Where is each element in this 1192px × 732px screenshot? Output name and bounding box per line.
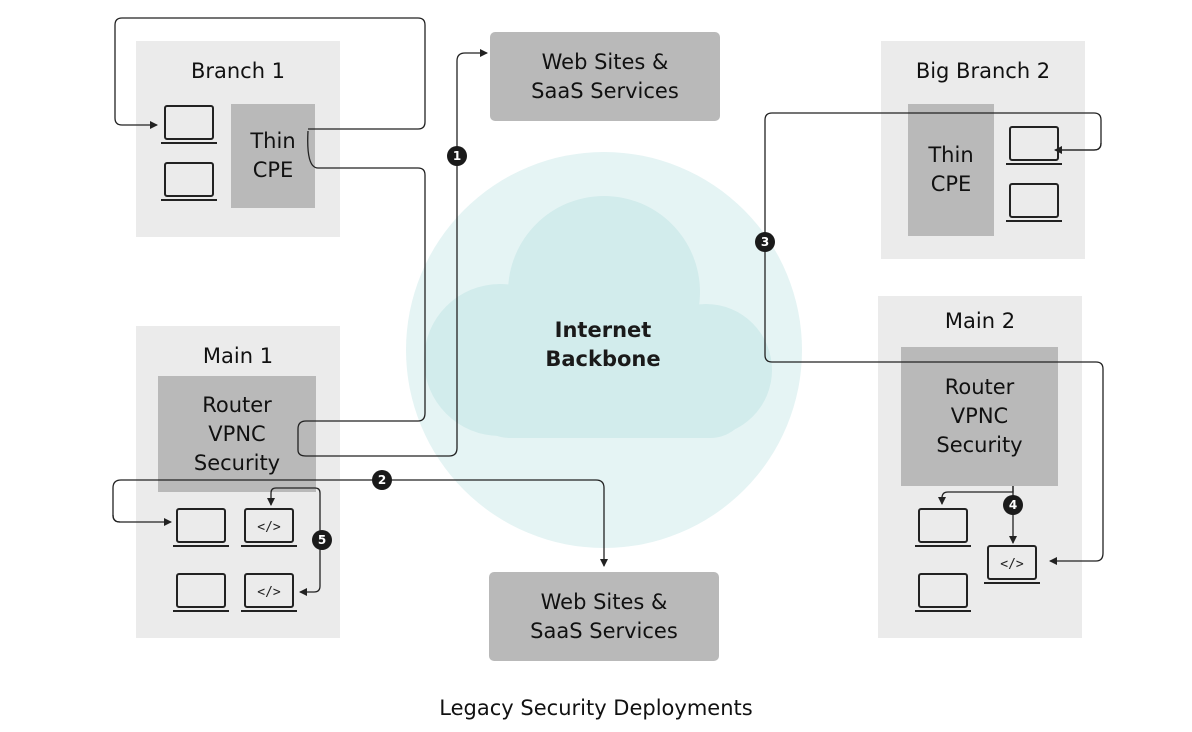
laptop-icon xyxy=(173,508,229,547)
web-services-label: SaaS Services xyxy=(531,78,679,103)
cloud-label-line: Backbone xyxy=(545,347,661,371)
web-services-label: Web Sites & xyxy=(541,49,669,74)
web-services-label: Web Sites & xyxy=(540,589,668,614)
router-label: Security xyxy=(936,433,1023,457)
laptop-icon xyxy=(161,162,217,201)
code-icon-text: </> xyxy=(257,585,281,600)
thin-cpe-label: Thin xyxy=(928,143,974,167)
code-laptop-icon xyxy=(241,573,297,612)
branch-1-title: Branch 1 xyxy=(190,59,286,83)
badge-4: 4 xyxy=(1003,495,1023,515)
cloud-shape xyxy=(424,196,772,438)
connector-main2-router xyxy=(938,486,1014,505)
laptop-icon xyxy=(1006,183,1062,222)
badge-2: 2 xyxy=(372,470,392,490)
laptop-icon xyxy=(1006,126,1062,165)
connector-bigbranch2-laptop xyxy=(1054,142,1102,154)
laptop-icon xyxy=(161,105,217,144)
laptop-icon xyxy=(173,573,229,612)
thin-cpe-label: CPE xyxy=(252,158,294,182)
connector-branch1-loop xyxy=(114,17,426,130)
laptop-icon xyxy=(915,508,971,547)
thin-cpe-label: CPE xyxy=(930,172,972,196)
connector-main1-code-down xyxy=(299,540,321,596)
badge-3: 3 xyxy=(755,232,775,252)
web-services-top[interactable]: Web Sites & SaaS Services xyxy=(490,32,720,121)
code-icon-text: </> xyxy=(1000,557,1024,572)
router-label: VPNC xyxy=(208,421,266,446)
main-2-router[interactable]: Router VPNC Security xyxy=(901,347,1058,486)
branch-1-thin-cpe[interactable]: Thin CPE xyxy=(231,104,315,208)
svg-text:1: 1 xyxy=(453,149,461,163)
cloud-label-line: Internet xyxy=(554,318,652,342)
badge-5: 5 xyxy=(312,530,332,550)
svg-text:5: 5 xyxy=(318,533,326,547)
router-label: VPNC xyxy=(950,404,1009,428)
diagram-caption: Legacy Security Deployments xyxy=(439,696,753,720)
main-1-router[interactable]: Router VPNC Security xyxy=(158,376,316,492)
connector-bigbranch2-loop xyxy=(764,112,1104,565)
connector-main1-laptop xyxy=(112,514,172,526)
laptop-icon xyxy=(915,573,971,612)
code-laptop-icon xyxy=(984,545,1040,584)
router-label: Router xyxy=(202,392,272,417)
code-laptop-icon xyxy=(241,508,297,547)
main-1-title: Main 1 xyxy=(202,344,274,368)
badge-1: 1 xyxy=(447,146,467,166)
internet-backbone-label: Internet Backbone xyxy=(490,316,716,374)
connector-main1-to-services xyxy=(112,479,608,567)
svg-text:4: 4 xyxy=(1009,498,1017,512)
router-label: Security xyxy=(193,450,281,475)
web-services-label: SaaS Services xyxy=(530,618,678,643)
laptop-icons xyxy=(161,105,1062,612)
web-services-bottom[interactable]: Web Sites & SaaS Services xyxy=(489,572,719,661)
big-branch-2-thin-cpe[interactable]: Thin CPE xyxy=(908,104,994,236)
connector-main1-code-up xyxy=(267,487,321,540)
connector-branch1-to-main1 xyxy=(297,49,488,457)
big-branch-2-title: Big Branch 2 xyxy=(915,59,1051,83)
svg-text:3: 3 xyxy=(761,235,769,249)
svg-text:2: 2 xyxy=(378,473,386,487)
router-label: Router xyxy=(944,375,1015,399)
thin-cpe-label: Thin xyxy=(250,129,296,153)
main-2-title: Main 2 xyxy=(944,309,1016,333)
code-icon-text: </> xyxy=(257,520,281,535)
